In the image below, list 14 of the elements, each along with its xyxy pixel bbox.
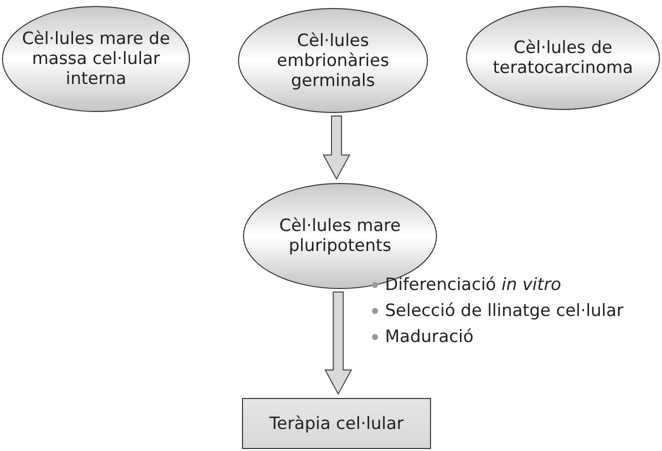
node-label: Cèl·lules de teratocarcinoma	[492, 38, 634, 78]
ellipse-node	[238, 8, 428, 113]
block-arrow	[324, 292, 352, 396]
block-arrow	[322, 116, 350, 180]
bullet-item: Selecció de llinatge cel·lular	[372, 301, 624, 321]
node-label: Cèl·lules mare de massa cel·lular interna	[20, 29, 172, 89]
bullet-item: Diferenciació in vitro	[372, 275, 562, 295]
node-label: Cèl·lules embrionàries germinals	[276, 30, 390, 90]
bullet-item: Maduració	[372, 327, 474, 347]
node-label: Teràpia cel·lular	[268, 414, 405, 434]
process-box	[242, 398, 431, 449]
ellipse-node	[466, 6, 660, 110]
ellipse-node	[2, 6, 190, 112]
node-label: Cèl·lules mare pluripotents	[278, 216, 402, 256]
